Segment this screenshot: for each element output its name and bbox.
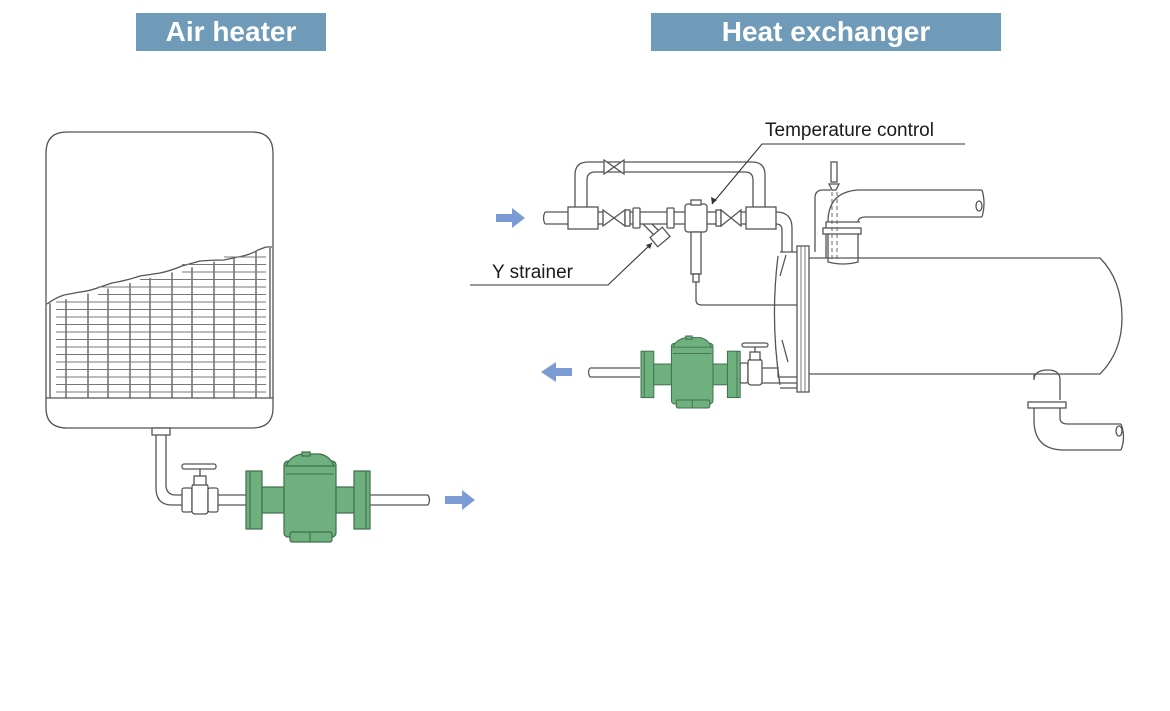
y-strainer-leader bbox=[470, 242, 653, 286]
air-heater-fin-grid bbox=[49, 248, 271, 398]
flow-arrow-right-icon bbox=[496, 208, 525, 228]
inlet-stop-valve bbox=[602, 208, 631, 228]
air-heater-fin-top bbox=[46, 246, 272, 305]
shell-outlet-nozzle bbox=[1027, 369, 1125, 451]
temperature-control-leader bbox=[711, 143, 965, 205]
y-strainer bbox=[632, 207, 675, 248]
steam-supply-line bbox=[542, 158, 793, 306]
flow-arrow-right-icon bbox=[445, 490, 475, 510]
air-heater bbox=[45, 131, 274, 436]
heat-exchanger bbox=[762, 245, 1123, 393]
steam-trap-heat-exchanger bbox=[640, 335, 741, 409]
heat-exchanger-title: Heat exchanger bbox=[651, 13, 1001, 51]
heat-exchanger-drain-pipe bbox=[587, 342, 769, 386]
bypass-valve bbox=[603, 158, 625, 176]
temperature-control-valve bbox=[684, 199, 776, 306]
flow-arrow-left-icon bbox=[541, 362, 572, 382]
steam-trap-air-heater bbox=[245, 451, 371, 543]
air-heater-drain-stub bbox=[151, 427, 171, 436]
temperature-control-label: Temperature control bbox=[765, 120, 934, 141]
gate-valve-air-heater bbox=[181, 463, 219, 515]
outlet-stop-valve bbox=[720, 208, 742, 228]
heat-exchanger-shell bbox=[808, 257, 1123, 375]
air-heater-casing bbox=[45, 131, 274, 429]
y-strainer-label: Y strainer bbox=[492, 262, 573, 283]
air-heater-title: Air heater bbox=[136, 13, 326, 51]
shell-inlet-nozzle bbox=[814, 161, 985, 265]
gate-valve-heat-exchanger bbox=[739, 342, 769, 386]
